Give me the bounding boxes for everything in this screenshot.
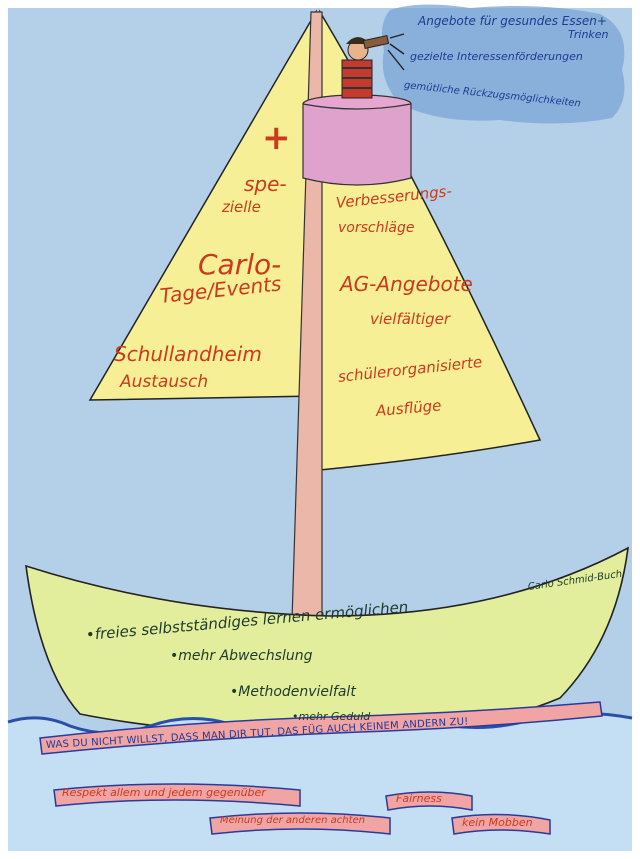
sail-text-ag1: AG-Angebote <box>340 272 473 296</box>
fairness-text: Fairness <box>396 792 442 805</box>
respekt-text: Respekt allem und jedem gegenüber <box>62 786 266 799</box>
lookout-text-2: gezielte Interessenförderungen <box>410 50 583 63</box>
sail-text-spe: spe- <box>244 172 287 196</box>
hull-item-2: •mehr Abwechslung <box>170 648 313 664</box>
sail-plus-sign: + <box>262 118 291 158</box>
hull-item-3: •Methodenvielfalt <box>230 684 356 700</box>
lookout-text-1: Angebote für gesundes Essen+ <box>418 14 607 28</box>
crows-nest <box>303 104 411 185</box>
sail-text-zielle: zielle <box>222 198 261 216</box>
sail-text-ag2: vielfältiger <box>370 310 450 328</box>
sail-text-verbesserung2: vorschläge <box>338 220 414 236</box>
mobben-text: kein Mobben <box>462 816 533 829</box>
lookout-text-1b: Trinken <box>568 28 609 41</box>
meinung-text: Meinung der anderen achten <box>220 815 365 826</box>
sail-text-austausch: Austausch <box>120 372 208 392</box>
hull-item-4: •mehr Geduld <box>292 710 370 723</box>
sail-text-schullandheim: Schullandheim <box>114 342 262 366</box>
